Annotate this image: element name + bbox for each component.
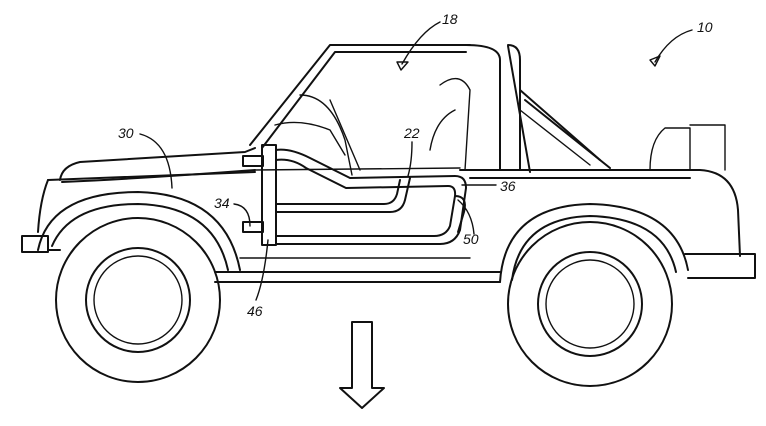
label-latch: 50 xyxy=(463,231,479,247)
interior xyxy=(274,77,726,176)
label-hinge-pin: 46 xyxy=(247,303,263,319)
roll-frame xyxy=(249,44,611,173)
label-hinge: 34 xyxy=(214,195,230,211)
down-arrow xyxy=(339,321,385,409)
reference-labels: 10 18 30 22 36 34 50 46 xyxy=(118,11,713,319)
leader-lines xyxy=(139,21,693,301)
vehicle-body xyxy=(21,147,756,283)
label-door-frame: 36 xyxy=(500,178,516,194)
label-hood: 30 xyxy=(118,125,134,141)
door-assembly xyxy=(242,144,467,246)
label-vehicle: 10 xyxy=(697,19,713,35)
front-wheel xyxy=(37,191,241,383)
label-roof-frame: 18 xyxy=(442,11,458,27)
rear-wheel xyxy=(499,203,689,387)
label-door: 22 xyxy=(403,125,420,141)
